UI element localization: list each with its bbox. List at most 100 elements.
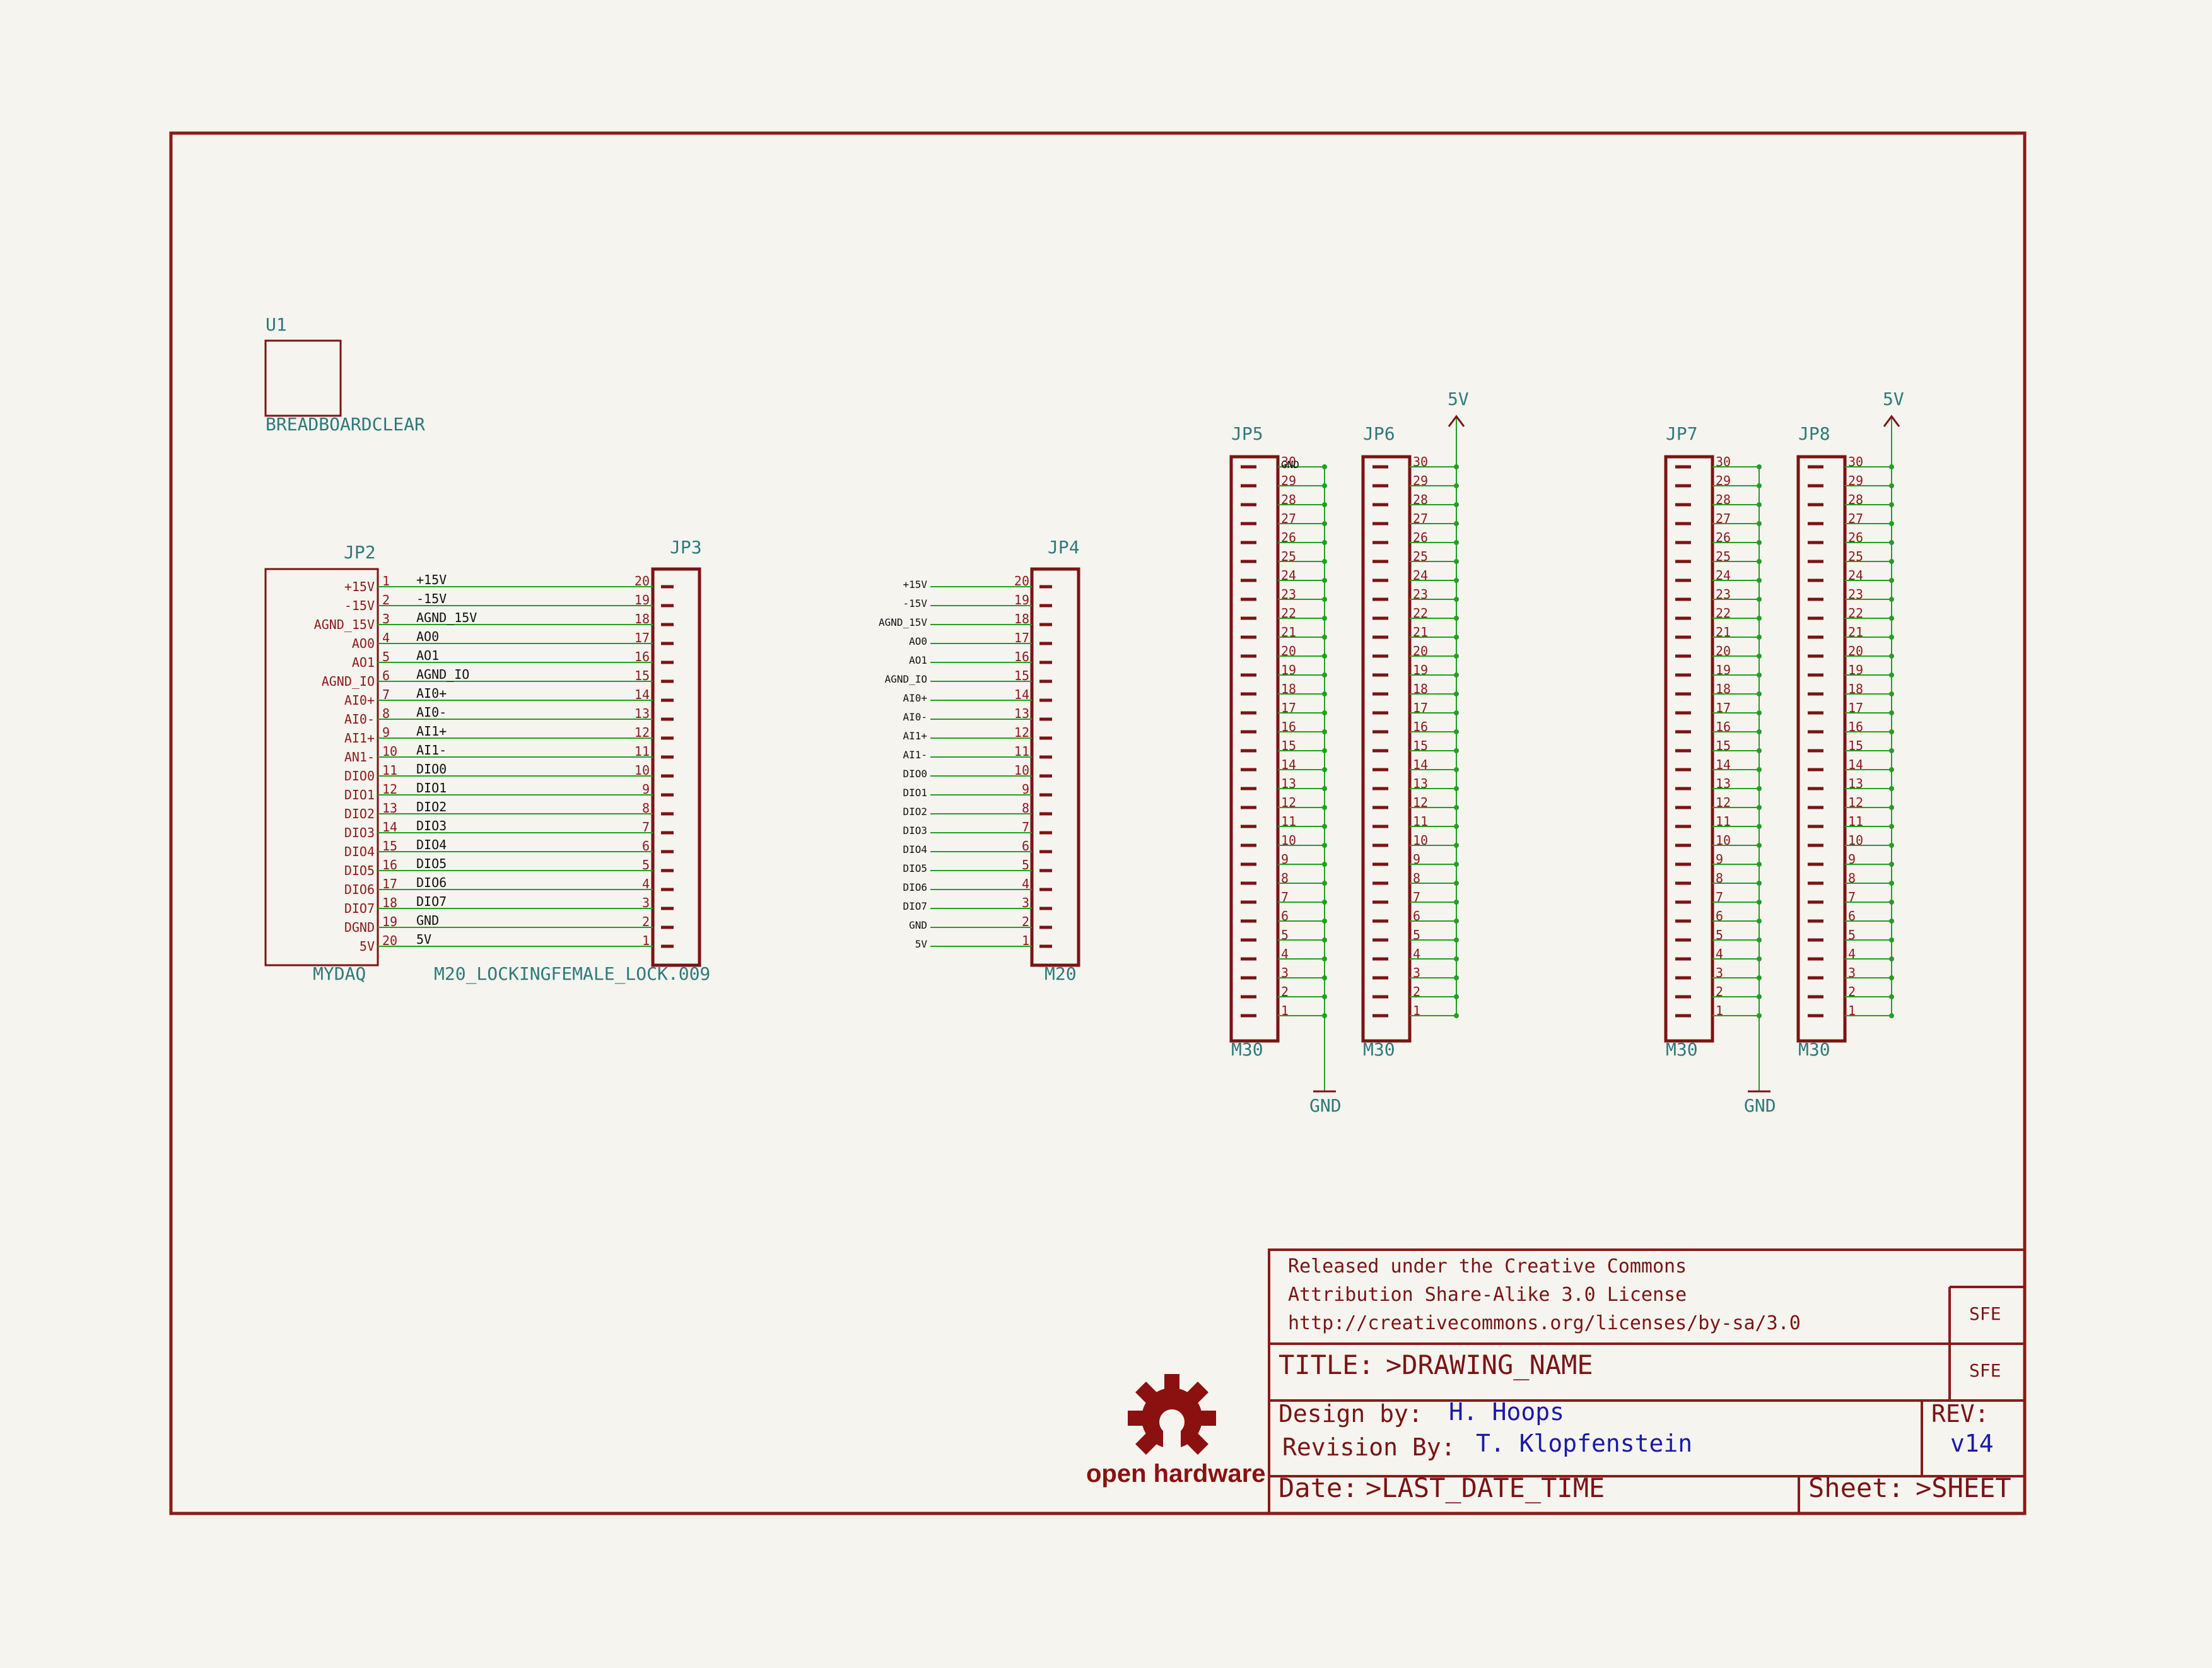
component-jp7[interactable]: JP7M303029282726252423222120191817161514… — [1664, 423, 1776, 1116]
pin-number: 2 — [1848, 984, 1856, 999]
jp2-pin-number: 8 — [382, 706, 390, 721]
jp2-pin-number: 7 — [382, 687, 390, 702]
pin-number: 6 — [1413, 908, 1420, 924]
pin-number: 5 — [1848, 927, 1856, 943]
jp3-value: M20_LOCKINGFEMALE_LOCK.009 — [434, 963, 710, 985]
title-label: TITLE: — [1279, 1349, 1374, 1380]
component-jp6[interactable]: JP6M303029282726252423222120191817161514… — [1361, 389, 1469, 1060]
header-value: M30 — [1363, 1039, 1395, 1060]
pin-number: 4 — [1281, 946, 1289, 961]
vcc-label: 5V — [1448, 389, 1469, 409]
net-label: AI1- — [903, 749, 927, 761]
net-label: GND — [1281, 459, 1299, 471]
jp4-pin-number: 6 — [1022, 838, 1029, 854]
component-jp8[interactable]: JP8M303029282726252423222120191817161514… — [1796, 389, 1904, 1060]
jp2-pin-name: AI0- — [344, 712, 375, 727]
net-label: AI0- — [903, 711, 927, 723]
jp4-pin-number: 11 — [1014, 744, 1029, 759]
jp2-pin-name: DGND — [344, 920, 375, 935]
pin-number: 6 — [1848, 908, 1856, 924]
open-hardware-logo — [1128, 1374, 1216, 1456]
net-label: DIO6 — [416, 875, 447, 890]
jp3-ref: JP3 — [670, 537, 702, 558]
pin-number: 9 — [1281, 852, 1289, 867]
sfe-cell-1: SFE — [1969, 1303, 2001, 1324]
pin-number: 1 — [1281, 1003, 1289, 1018]
revision-value: T. Klopfenstein — [1476, 1430, 1692, 1457]
pin-number: 6 — [1716, 908, 1723, 924]
net-label: AO1 — [416, 648, 439, 663]
jp4-pin-number: 2 — [1022, 914, 1029, 929]
jp4-pin-number: 17 — [1014, 630, 1029, 645]
net-label: AO1 — [909, 654, 927, 666]
net-label: AI0+ — [416, 686, 447, 701]
u1-value: BREADBOARDCLEAR — [266, 414, 425, 435]
jp4-pin-number: 14 — [1014, 687, 1029, 702]
header-value: M30 — [1231, 1039, 1263, 1060]
jp2-pin-number: 2 — [382, 592, 390, 608]
pin-number: 5 — [1281, 927, 1289, 943]
design-label: Design by: — [1279, 1400, 1423, 1428]
net-label: DIO6 — [903, 881, 927, 893]
jp4-ref: JP4 — [1048, 537, 1080, 558]
net-label: DIO1 — [416, 780, 447, 796]
pin-number: 7 — [1281, 890, 1289, 905]
net-label: GND — [416, 913, 439, 928]
net-label: DIO3 — [903, 825, 927, 837]
jp3-pin-number: 2 — [642, 914, 650, 929]
pin-number: 8 — [1716, 871, 1723, 886]
sheet-value: >SHEET — [1916, 1472, 2011, 1503]
jp4-pin-number: 19 — [1014, 592, 1029, 608]
license-url: http://creativecommons.org/licenses/by-s… — [1288, 1312, 1801, 1334]
sfe-cell-2: SFE — [1969, 1360, 2001, 1381]
license-line-1: Released under the Creative Commons — [1288, 1255, 1687, 1277]
jp2-pin-number: 9 — [382, 725, 390, 740]
net-label: AI1- — [416, 743, 447, 758]
u1-ref: U1 — [266, 314, 287, 335]
net-label: AGND_IO — [416, 667, 469, 682]
component-jp5[interactable]: JP5M303029282726252423222120191817161514… — [1229, 423, 1342, 1116]
jp4-pin-number: 9 — [1022, 782, 1029, 797]
net-label: DIO1 — [903, 787, 927, 799]
net-label: AGND_15V — [879, 616, 927, 628]
net-label: DIO7 — [903, 900, 927, 912]
jp2-pin-name: DIO1 — [344, 787, 375, 802]
sheet-border — [169, 131, 2027, 1515]
jp4-pin-number: 10 — [1014, 763, 1029, 778]
header-ref: JP8 — [1798, 423, 1830, 444]
net-label: GND — [909, 919, 927, 931]
jp2-pin-name: AO1 — [352, 655, 375, 670]
jp3-pin-number: 1 — [642, 933, 650, 948]
net-label: DIO0 — [416, 761, 447, 777]
net-label: AGND_IO — [885, 673, 927, 685]
jp2-pin-name: AGND_15V — [314, 617, 375, 632]
pin-number: 4 — [1413, 946, 1420, 961]
pin-number: 7 — [1716, 890, 1723, 905]
pin-number: 3 — [1281, 965, 1289, 980]
header-ref: JP6 — [1363, 423, 1395, 444]
pin-number: 5 — [1716, 927, 1723, 943]
jp2-pin-name: AN1- — [344, 749, 375, 765]
jp4-pin-number: 20 — [1014, 573, 1029, 589]
jp3-pin-number: 5 — [642, 857, 650, 872]
pin-number: 1 — [1413, 1003, 1420, 1018]
jp2-pin-name: AI0+ — [344, 693, 375, 708]
jp2-pin-number: 3 — [382, 611, 390, 626]
net-label: AO0 — [909, 635, 927, 647]
sheet-label: Sheet: — [1808, 1472, 1904, 1503]
net-label: DIO5 — [903, 862, 927, 874]
pin-number: 6 — [1281, 908, 1289, 924]
jp2-pin-name: 5V — [360, 939, 375, 954]
header-value: M30 — [1798, 1039, 1830, 1060]
net-label: DIO4 — [416, 837, 447, 852]
vcc-label: 5V — [1883, 389, 1904, 409]
jp4-pin-number: 3 — [1022, 895, 1029, 910]
jp3-pin-number: 7 — [642, 819, 650, 835]
jp2-pin-name: AGND_IO — [322, 674, 375, 689]
pin-number: 7 — [1413, 890, 1420, 905]
component-u1[interactable]: U1 BREADBOARDCLEAR — [264, 314, 425, 435]
header-ref: JP7 — [1666, 423, 1698, 444]
